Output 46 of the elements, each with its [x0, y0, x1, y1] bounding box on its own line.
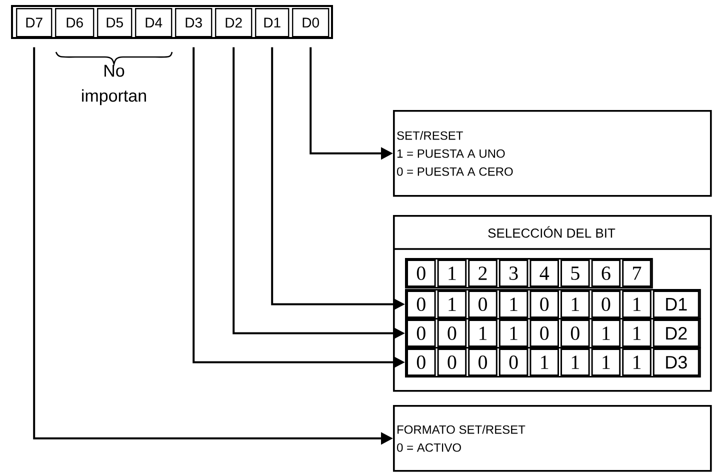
table-cell: 1 — [468, 320, 498, 347]
table-cell: 1 — [530, 348, 559, 376]
table-cell: 0 — [530, 290, 559, 318]
bit-cell: D1 — [255, 8, 290, 38]
table-cell: 1 — [622, 320, 652, 347]
table-cell: 0 — [560, 320, 590, 347]
table-cell: 2 — [468, 260, 498, 287]
info-box: SET/RESET 1 = PUESTA A UNO 0 = PUESTA A CERO — [393, 110, 712, 197]
table-cell: 5 — [560, 260, 590, 287]
note-label: No importan — [82, 64, 146, 106]
table-cell: 6 — [591, 260, 621, 287]
bit-cell: D6 — [55, 8, 94, 38]
table-cell: 1 — [560, 348, 590, 376]
table-cell: 0 — [406, 290, 436, 318]
table-cell: 0 — [498, 348, 528, 376]
table-cell: 0 — [406, 260, 436, 287]
table-cell: D3 — [652, 348, 700, 376]
bit-cell: D5 — [97, 8, 132, 38]
table-cell: 0 — [468, 290, 498, 318]
table-cell: 0 — [437, 348, 467, 376]
table-cell: D1 — [652, 290, 700, 318]
table-cell: 0 — [530, 320, 559, 347]
bit-cell: D3 — [175, 8, 212, 38]
table-cell: 0 — [591, 290, 621, 318]
table-cell: 1 — [498, 320, 528, 347]
table-cell: 0 — [468, 348, 498, 376]
table-cell: 1 — [437, 290, 467, 318]
table-cell: 0 — [406, 320, 436, 347]
table-cell: 4 — [530, 260, 559, 287]
table-cell: 0 — [406, 348, 436, 376]
bit-cell: D0 — [292, 8, 330, 38]
bit-cell: D4 — [135, 8, 172, 38]
table-cell: 1 — [560, 290, 590, 318]
table-cell: 1 — [622, 348, 652, 376]
bit-cell: D7 — [16, 8, 52, 38]
table-cell: 3 — [498, 260, 528, 287]
table-cell: 1 — [622, 290, 652, 318]
table-cell: 1 — [591, 320, 621, 347]
table-cell: 7 — [622, 260, 652, 287]
table-cell: D2 — [652, 320, 700, 347]
info-box: FORMATO SET/RESET 0 = ACTIVO — [393, 405, 712, 472]
bit-cell: D2 — [215, 8, 252, 38]
table-cell: 0 — [437, 320, 467, 347]
table-cell: 1 — [437, 260, 467, 287]
table-cell: 1 — [591, 348, 621, 376]
table-cell: 1 — [498, 290, 528, 318]
